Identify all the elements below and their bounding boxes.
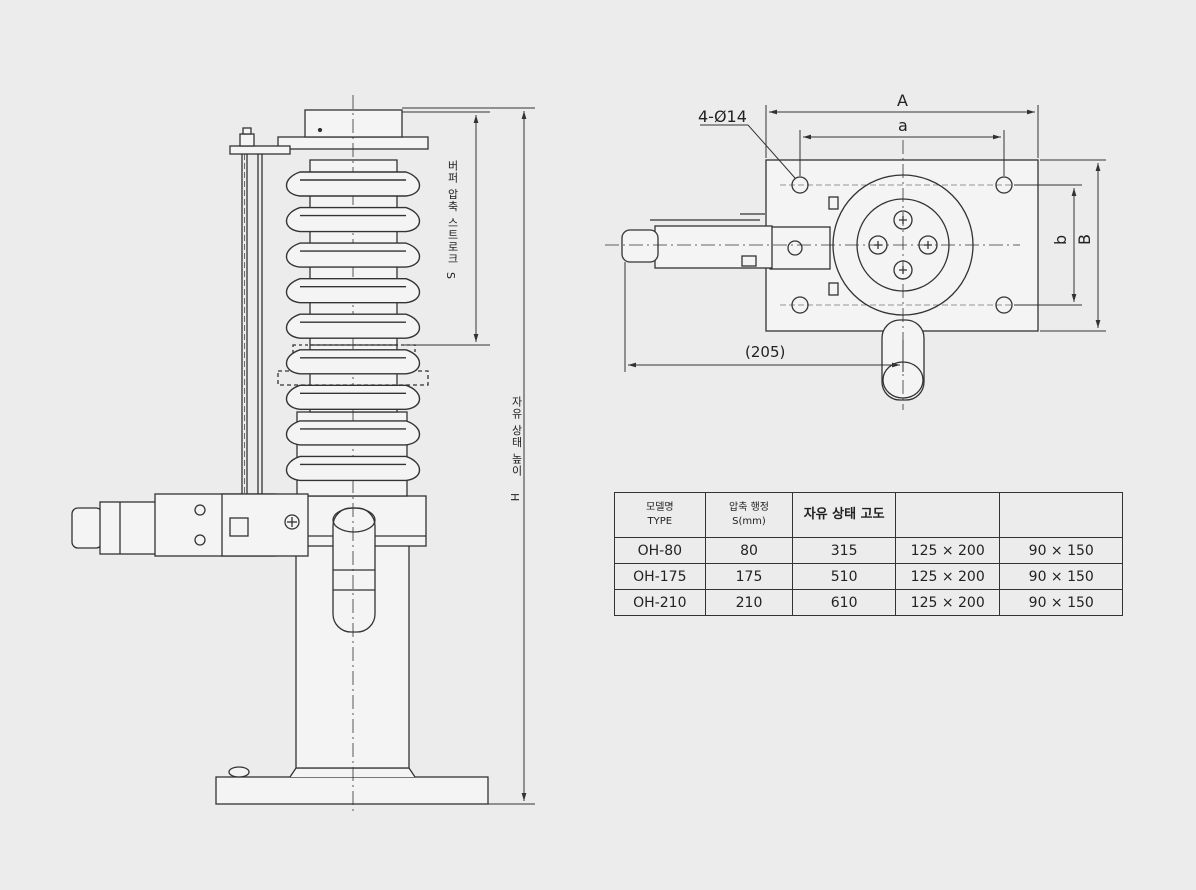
stroke-symbol: S (444, 272, 457, 280)
cell-model: OH-80 (614, 537, 706, 564)
height-symbol: H (508, 493, 521, 503)
table-row: OH-80 80 315 125 × 200 90 × 150 (614, 537, 1123, 564)
cell-height: 610 (792, 589, 896, 616)
spring-coil (285, 277, 421, 304)
cell-holes: 90 × 150 (999, 563, 1123, 590)
dim-B-label: B (1075, 234, 1094, 245)
spring-coil (285, 206, 421, 233)
dim-A-label: A (897, 91, 908, 110)
table-row: OH-210 210 610 125 × 200 90 × 150 (614, 589, 1123, 616)
cell-plate: 125 × 200 (894, 537, 1001, 564)
top-view (605, 140, 1039, 410)
stroke-label: 버퍼 압축 스트로크 (446, 160, 459, 265)
spring-coil (285, 171, 421, 197)
spring-coil (285, 313, 421, 339)
hole-leader (747, 124, 796, 179)
cell-holes: 90 × 150 (999, 589, 1123, 616)
header-free-height: 자유 상태 고도 (792, 492, 896, 538)
cell-stroke: 210 (704, 589, 794, 616)
spring-coil (285, 384, 421, 411)
hole-label: 4-Ø14 (698, 107, 747, 126)
cell-stroke: 175 (704, 563, 794, 590)
cell-height: 510 (792, 563, 896, 590)
cell-stroke: 80 (704, 537, 794, 564)
cell-height: 315 (792, 537, 896, 564)
dim-205-label: (205) (745, 343, 785, 361)
spring-coil (285, 349, 421, 375)
cell-model: OH-175 (614, 563, 706, 590)
header-col4 (894, 492, 1001, 538)
spring-coil (285, 420, 421, 446)
table-row: OH-175 175 510 125 × 200 90 × 150 (614, 563, 1123, 590)
base-plate (215, 776, 489, 805)
cell-model: OH-210 (614, 589, 706, 616)
cell-holes: 90 × 150 (999, 537, 1123, 564)
dim-b-label: b (1051, 235, 1070, 245)
spring-coil (285, 242, 421, 268)
header-col5 (999, 492, 1123, 538)
spring-coil (285, 455, 421, 482)
coil-spring (285, 171, 421, 482)
side-view (71, 95, 489, 815)
height-label: 자유 상태 높이 (510, 396, 523, 477)
cell-plate: 125 × 200 (894, 589, 1001, 616)
dim-a-label: a (898, 116, 908, 135)
cell-plate: 125 × 200 (894, 563, 1001, 590)
